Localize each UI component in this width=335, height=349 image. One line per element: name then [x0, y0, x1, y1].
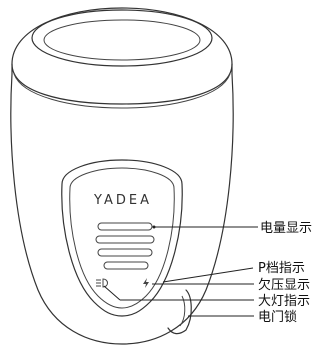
top-bezel-inner-line — [13, 73, 231, 109]
battery-level-bars — [95, 222, 155, 270]
label-headlight: 大灯指示 — [258, 294, 310, 309]
battery-bar-1 — [97, 222, 153, 231]
electric-lock — [167, 289, 192, 335]
battery-bar-4 — [103, 261, 149, 270]
leader-p-gear — [162, 267, 254, 283]
brand-text: YADEA — [93, 193, 152, 208]
callout-leaders — [103, 225, 258, 317]
body-outline — [10, 7, 234, 345]
callout-labels: 电量显示 P档指示 欠压显示 大灯指示 电门锁 — [258, 221, 312, 325]
label-electric-lock: 电门锁 — [258, 309, 297, 325]
battery-bar-3 — [97, 248, 153, 257]
top-opening-inner — [43, 19, 201, 61]
display-panel-inner — [69, 167, 175, 309]
label-battery-level: 电量显示 — [260, 221, 312, 236]
display-panel — [61, 159, 183, 317]
label-p-gear: P档指示 — [258, 261, 305, 276]
headlight-icon — [96, 278, 108, 288]
device-body: YADEA — [10, 7, 234, 345]
battery-bar-2 — [95, 235, 155, 244]
electric-lock-rim — [179, 295, 186, 327]
leader-headlight — [103, 285, 121, 301]
label-undervoltage: 欠压显示 — [258, 277, 310, 293]
top-opening — [31, 9, 213, 67]
top-bezel — [11, 63, 233, 105]
lightning-icon — [143, 278, 149, 288]
